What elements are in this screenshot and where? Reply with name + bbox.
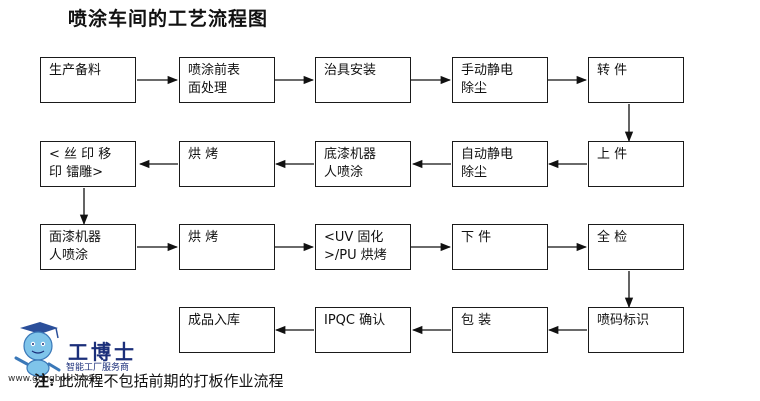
logo-brand: 工博士 xyxy=(68,340,137,364)
step-box: <UV 固化 >/PU 烘烤 xyxy=(315,224,411,270)
footnote-text: 此流程不包括前期的打板作业流程 xyxy=(58,372,284,390)
step-box: 包 装 xyxy=(452,307,548,353)
step-box: 喷涂前表 面处理 xyxy=(179,57,275,103)
step-box: 底漆机器 人喷涂 xyxy=(315,141,411,187)
step-box: 下 件 xyxy=(452,224,548,270)
page-title: 喷涂车间的工艺流程图 xyxy=(68,8,269,30)
step-box: 全 检 xyxy=(588,224,684,270)
step-box: 烘 烤 xyxy=(179,141,275,187)
step-box: 上 件 xyxy=(588,141,684,187)
watermark-logo: 工博士 智能工厂服务商 www.gongboshi.com xyxy=(6,318,166,398)
step-box: 生产备料 xyxy=(40,57,136,103)
logo-url: www.gongboshi.com xyxy=(8,374,101,384)
step-box: 自动静电 除尘 xyxy=(452,141,548,187)
step-box: 烘 烤 xyxy=(179,224,275,270)
mascot-icon xyxy=(14,322,61,377)
step-box: IPQC 确认 xyxy=(315,307,411,353)
step-box: 面漆机器 人喷涂 xyxy=(40,224,136,270)
step-box: 治具安装 xyxy=(315,57,411,103)
step-box: 转 件 xyxy=(588,57,684,103)
logo-tagline: 智能工厂服务商 xyxy=(66,363,130,373)
step-box: < 丝 印 移 印 镭雕> xyxy=(40,141,136,187)
footnote: 注:此流程不包括前期的打板作业流程 xyxy=(34,370,284,391)
step-box: 喷码标识 xyxy=(588,307,684,353)
footnote-prefix: 注: xyxy=(34,372,55,390)
step-box: 手动静电 除尘 xyxy=(452,57,548,103)
step-box: 成品入库 xyxy=(179,307,275,353)
